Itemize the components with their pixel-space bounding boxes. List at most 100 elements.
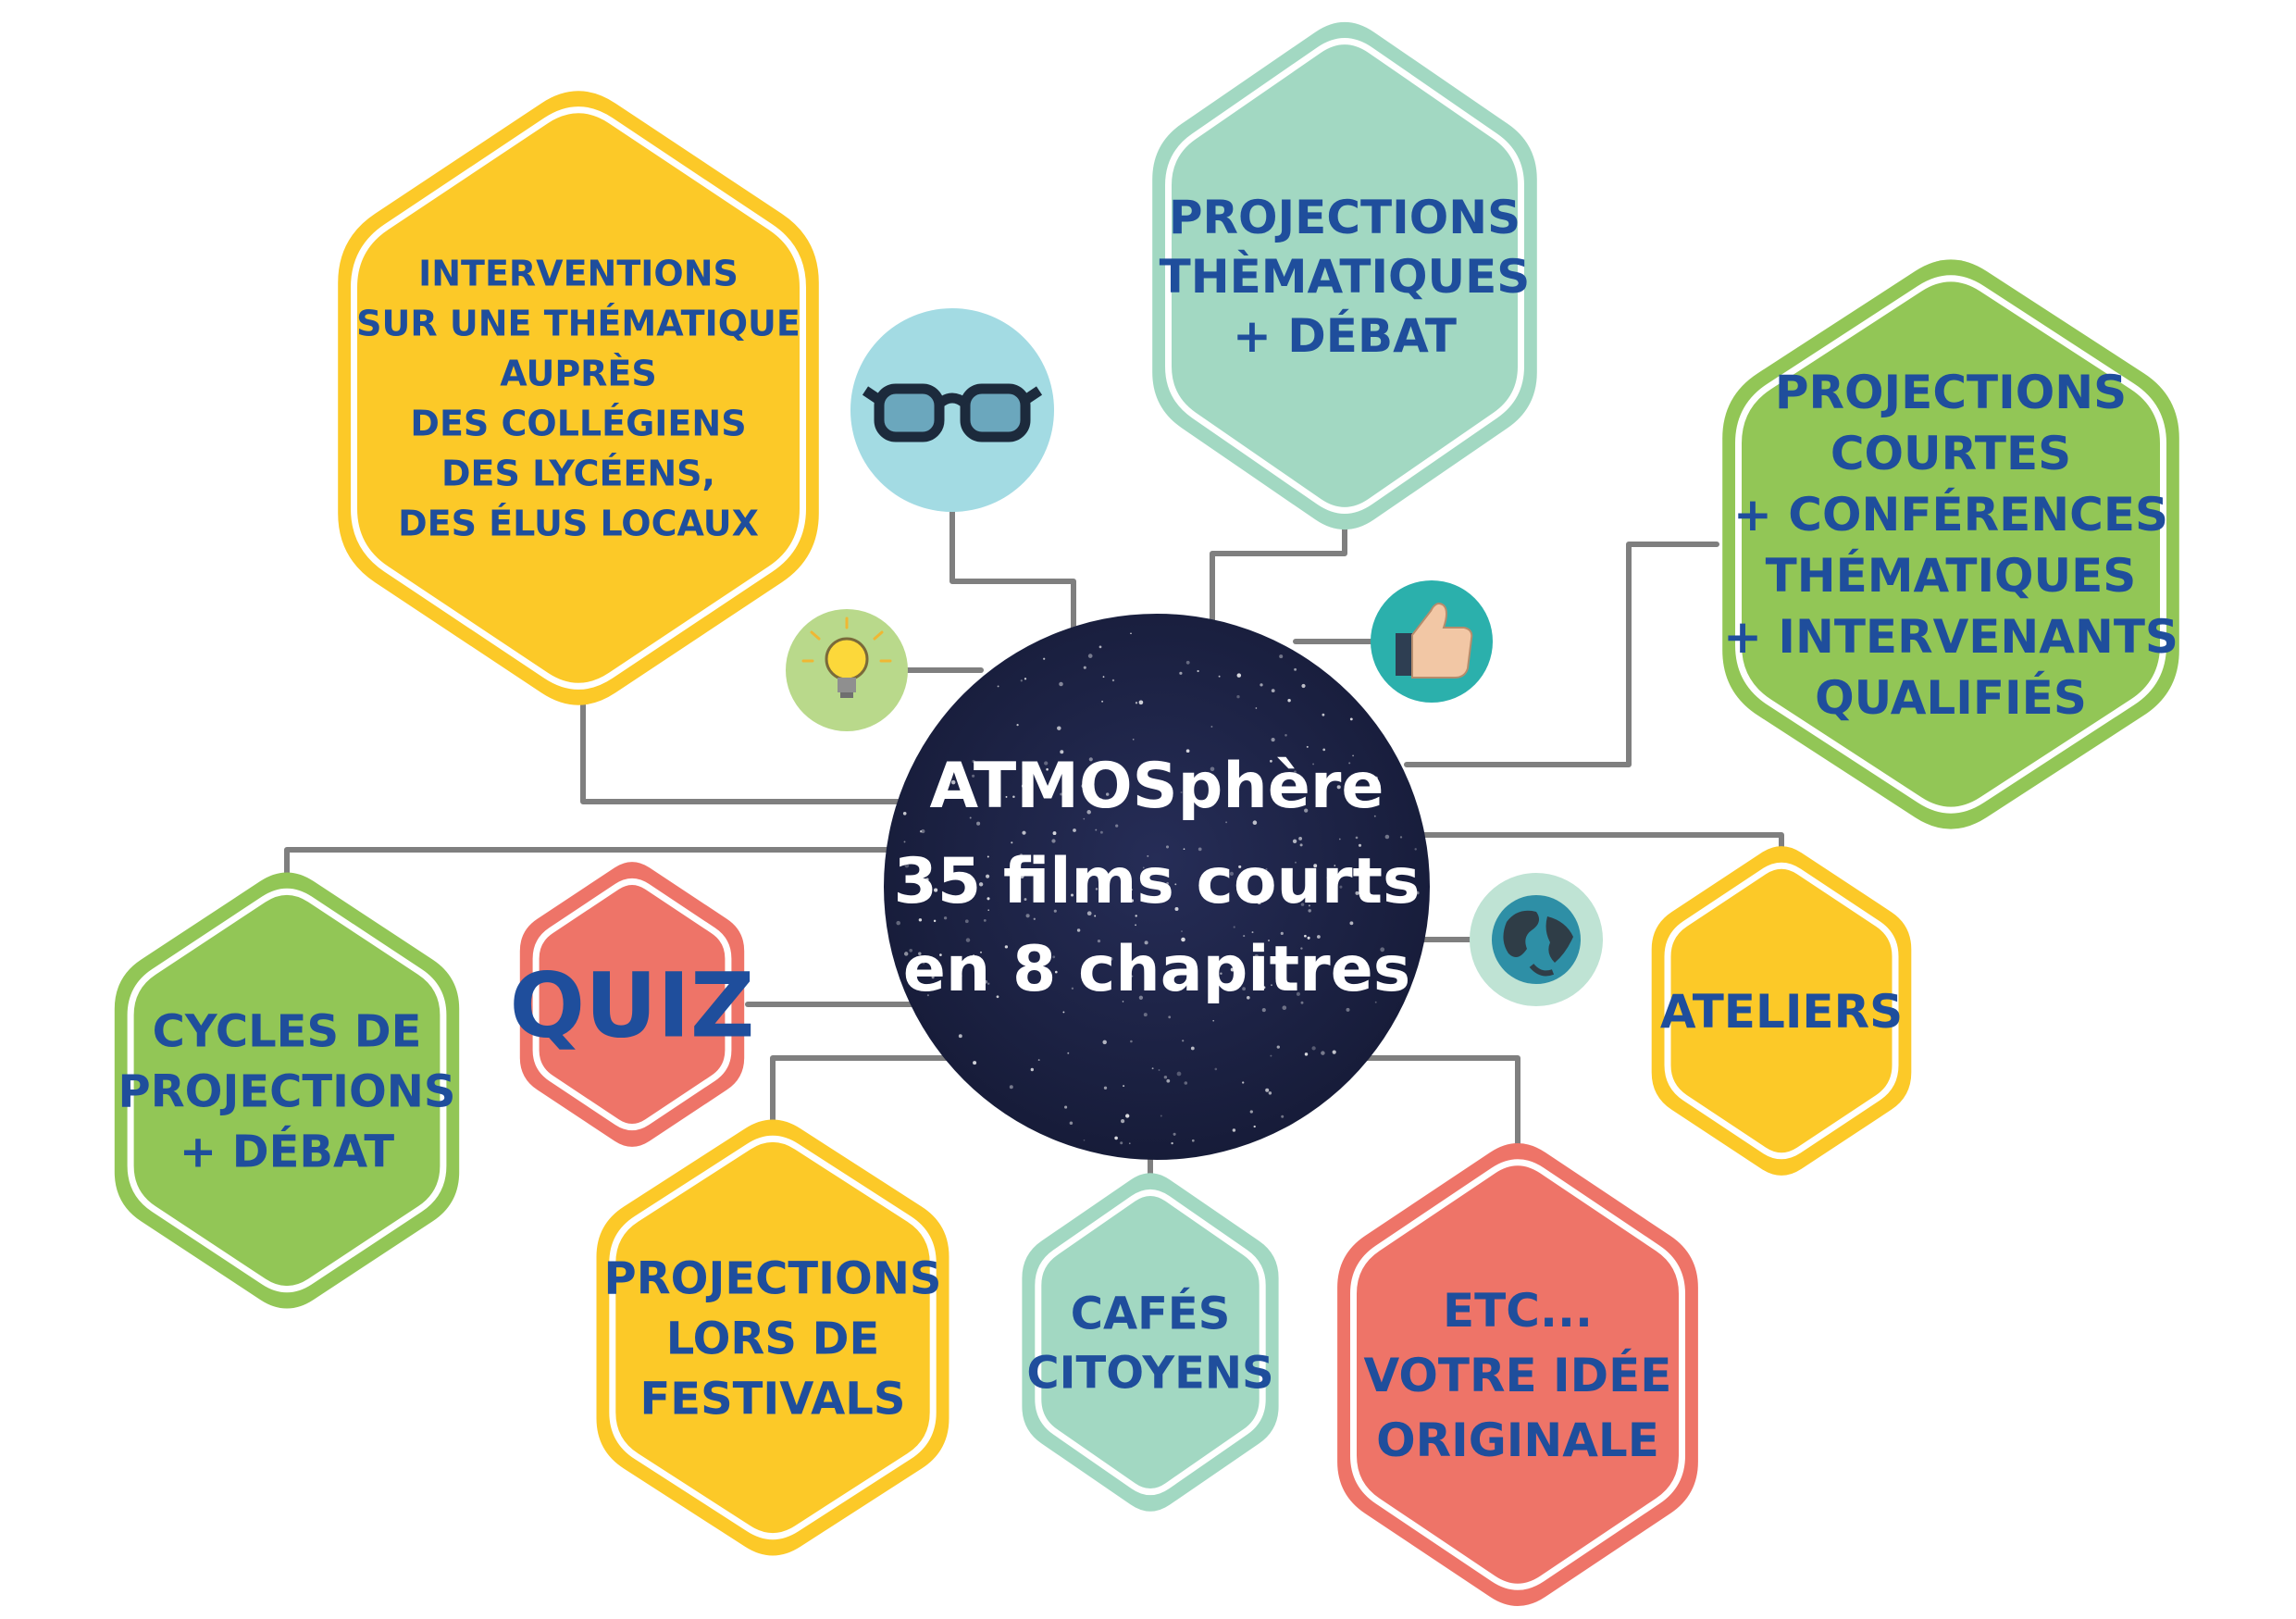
star	[1067, 1052, 1070, 1054]
star	[1033, 917, 1036, 920]
star	[909, 948, 913, 953]
star	[1163, 1075, 1168, 1079]
star	[1012, 795, 1015, 798]
star	[1060, 750, 1064, 754]
star	[965, 938, 971, 942]
star	[1045, 966, 1049, 971]
star	[1009, 1085, 1013, 1090]
star	[1101, 700, 1104, 703]
star	[1384, 834, 1390, 840]
star	[1265, 1088, 1270, 1092]
star	[1279, 654, 1284, 659]
globe-icon	[1470, 873, 1603, 1006]
star	[1242, 987, 1246, 991]
star	[1255, 707, 1258, 709]
star	[973, 954, 974, 956]
star	[922, 961, 925, 965]
star	[1253, 1125, 1256, 1128]
star	[1174, 883, 1177, 886]
star	[1268, 1091, 1272, 1095]
star	[1095, 888, 1098, 890]
hex-shape	[596, 1119, 949, 1556]
star	[1181, 937, 1185, 942]
star	[1098, 645, 1102, 649]
star	[919, 830, 923, 833]
hex-inner-border	[1350, 1159, 1685, 1590]
star	[1057, 726, 1061, 730]
star	[1120, 1141, 1123, 1145]
connector-interventions	[580, 664, 928, 804]
hex-label-line: QUALIFIÉS	[1815, 670, 2087, 725]
star	[1233, 926, 1235, 928]
star	[1032, 868, 1035, 871]
star	[1269, 759, 1272, 763]
star	[1071, 987, 1074, 990]
star	[1180, 791, 1183, 794]
hex-label-line: THÉMATIQUES	[1766, 548, 2137, 603]
star	[1229, 871, 1235, 877]
star	[987, 909, 990, 912]
star	[1349, 717, 1353, 721]
star	[1218, 675, 1221, 678]
star	[1166, 1078, 1171, 1083]
star	[1257, 901, 1261, 905]
star	[1308, 909, 1311, 913]
star	[903, 952, 909, 956]
hex-shape	[338, 91, 819, 705]
hex-label-line: + INTERVENANTS	[1723, 610, 2178, 664]
star	[1135, 915, 1137, 917]
star	[1190, 1046, 1195, 1051]
star	[1052, 955, 1056, 959]
star	[980, 951, 982, 953]
star	[1212, 1019, 1215, 1022]
star	[1261, 1008, 1266, 1013]
hex-inner-border	[1664, 862, 1899, 1160]
star	[986, 874, 990, 878]
hex-inner-border	[351, 106, 806, 690]
star	[1122, 1001, 1124, 1003]
star	[1022, 830, 1026, 835]
star	[1121, 1119, 1125, 1124]
star	[1171, 1141, 1173, 1145]
star	[1130, 899, 1135, 903]
star	[1348, 762, 1351, 765]
star	[921, 828, 925, 834]
star	[1236, 673, 1242, 678]
star	[1043, 970, 1046, 972]
star	[1095, 828, 1098, 831]
star	[1086, 810, 1091, 815]
hex-inner-border	[532, 878, 732, 1131]
star	[1271, 984, 1272, 987]
hex-label-line: + DÉBAT	[1233, 308, 1457, 363]
center-title: ATMOSphère	[929, 750, 1384, 823]
star	[1246, 995, 1250, 1000]
center-subtitle-2: en 8 chapitres	[903, 933, 1410, 1006]
hex-inner-border	[1165, 38, 1524, 514]
center-subtitle: 35 films courts	[894, 845, 1421, 918]
star	[1240, 963, 1243, 966]
star	[1094, 915, 1097, 917]
star	[1062, 1011, 1065, 1014]
hex-shape	[1337, 1143, 1698, 1606]
star	[1055, 970, 1058, 974]
star	[976, 821, 981, 826]
star	[1043, 657, 1046, 660]
star	[933, 919, 937, 923]
star	[1210, 766, 1215, 772]
star	[1260, 683, 1263, 687]
star	[1131, 975, 1134, 978]
star	[1312, 763, 1315, 766]
star	[1281, 1115, 1285, 1118]
star	[1024, 678, 1027, 680]
star	[1064, 1105, 1068, 1109]
star	[1336, 785, 1341, 790]
hex-shape	[1722, 259, 2179, 829]
star	[1099, 830, 1103, 834]
star	[1005, 795, 1008, 798]
star	[1304, 808, 1309, 813]
star	[1066, 791, 1071, 796]
star	[1308, 904, 1310, 907]
star	[1088, 757, 1093, 762]
